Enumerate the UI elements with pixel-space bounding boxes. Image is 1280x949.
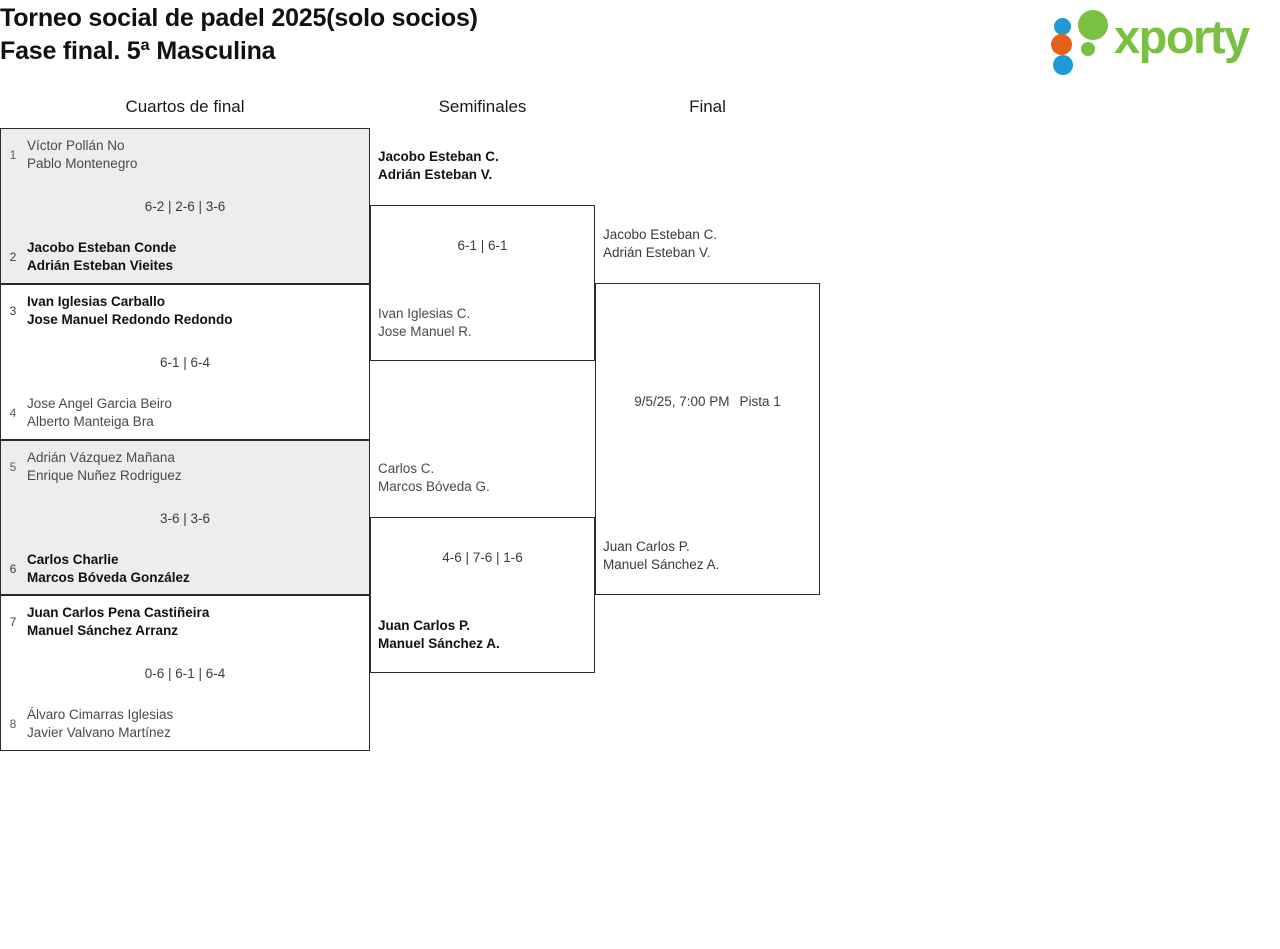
match-team-bottom[interactable]: 6 Carlos Charlie Marcos Bóveda González	[1, 551, 369, 587]
page-header: Torneo social de padel 2025(solo socios)…	[0, 0, 1280, 78]
logo-dots-icon	[1050, 10, 1116, 75]
xporty-logo[interactable]: xporty	[1050, 8, 1280, 75]
match-team-bottom[interactable]: 8 Álvaro Cimarras Iglesias Javier Valvan…	[1, 706, 369, 742]
match-team-top[interactable]: Jacobo Esteban C. Adrián Esteban V.	[371, 148, 594, 184]
team-seed: 8	[9, 717, 17, 731]
match-team-top[interactable]: 7 Juan Carlos Pena Castiñeira Manuel Sán…	[1, 604, 369, 640]
logo-dot-blue-top-icon	[1054, 18, 1071, 35]
team-players: Carlos C. Marcos Bóveda G.	[378, 461, 490, 494]
match-quarterfinal-3[interactable]: 5 Adrián Vázquez Mañana Enrique Nuñez Ro…	[0, 440, 370, 595]
match-team-bottom[interactable]: 2 Jacobo Esteban Conde Adrián Esteban Vi…	[1, 239, 369, 275]
match-team-bottom[interactable]: Juan Carlos P. Manuel Sánchez A.	[596, 538, 819, 574]
logo-dot-orange-icon	[1051, 34, 1072, 55]
match-team-bottom[interactable]: Ivan Iglesias C. Jose Manuel R.	[371, 305, 594, 341]
team-players: Juan Carlos P. Manuel Sánchez A.	[378, 618, 500, 651]
round-header-semifinals: Semifinales	[438, 97, 527, 116]
team-seed: 2	[9, 250, 17, 264]
match-score: 0-6 | 6-1 | 6-4	[144, 666, 226, 681]
match-team-bottom[interactable]: Juan Carlos P. Manuel Sánchez A.	[371, 617, 594, 653]
team-seed: 7	[9, 615, 17, 629]
match-team-top[interactable]: Carlos C. Marcos Bóveda G.	[371, 460, 594, 496]
match-final[interactable]: Jacobo Esteban C. Adrián Esteban V. 9/5/…	[595, 227, 820, 595]
page-title: Torneo social de padel 2025(solo socios)…	[0, 4, 478, 65]
team-players: Adrián Vázquez Mañana Enrique Nuñez Rodr…	[27, 450, 182, 483]
team-players: Jacobo Esteban C. Adrián Esteban V.	[378, 149, 499, 182]
team-players: Jacobo Esteban C. Adrián Esteban V.	[603, 227, 718, 260]
team-seed: 4	[9, 406, 17, 420]
team-players: Carlos Charlie Marcos Bóveda González	[27, 552, 190, 585]
match-score: 3-6 | 3-6	[159, 511, 211, 526]
logo-dot-blue-bottom-icon	[1053, 55, 1073, 75]
team-players: Álvaro Cimarras Iglesias Javier Valvano …	[27, 707, 174, 740]
match-schedule-datetime: 9/5/25, 7:00 PM	[634, 394, 730, 409]
team-seed: 5	[9, 460, 17, 474]
team-players: Ivan Iglesias C. Jose Manuel R.	[378, 306, 472, 339]
team-players: Juan Carlos Pena Castiñeira Manuel Sánch…	[27, 605, 210, 638]
match-team-bottom[interactable]: 4 Jose Angel Garcia Beiro Alberto Mantei…	[1, 395, 369, 431]
match-team-top[interactable]: Jacobo Esteban C. Adrián Esteban V.	[596, 226, 819, 262]
match-team-top[interactable]: 5 Adrián Vázquez Mañana Enrique Nuñez Ro…	[1, 449, 369, 485]
round-header-final: Final	[689, 97, 726, 116]
match-schedule-court: Pista 1	[739, 394, 781, 409]
match-score: 6-2 | 2-6 | 3-6	[144, 199, 226, 214]
team-seed: 3	[9, 304, 17, 318]
team-players: Jacobo Esteban Conde Adrián Esteban Viei…	[27, 240, 177, 273]
match-team-top[interactable]: 3 Ivan Iglesias Carballo Jose Manuel Red…	[1, 293, 369, 329]
logo-wordmark: xporty	[1114, 10, 1250, 63]
logo-dot-green-small-icon	[1081, 42, 1095, 56]
match-quarterfinal-1[interactable]: 1 Víctor Pollán No Pablo Montenegro 6-2 …	[0, 128, 370, 284]
match-quarterfinal-4[interactable]: 7 Juan Carlos Pena Castiñeira Manuel Sán…	[0, 595, 370, 751]
team-players: Juan Carlos P. Manuel Sánchez A.	[603, 539, 720, 572]
match-semifinal-1[interactable]: Jacobo Esteban C. Adrián Esteban V. 6-1 …	[370, 149, 595, 361]
team-players: Ivan Iglesias Carballo Jose Manuel Redon…	[27, 294, 233, 327]
logo-dot-green-large-icon	[1078, 10, 1108, 40]
match-semifinal-2[interactable]: Carlos C. Marcos Bóveda G. 4-6 | 7-6 | 1…	[370, 461, 595, 673]
match-score: 6-1 | 6-1	[457, 238, 508, 253]
team-seed: 6	[9, 562, 17, 576]
match-score: 6-1 | 6-4	[159, 355, 211, 370]
team-seed: 1	[9, 148, 17, 162]
team-players: Jose Angel Garcia Beiro Alberto Manteiga…	[27, 396, 172, 429]
match-quarterfinal-2[interactable]: 3 Ivan Iglesias Carballo Jose Manuel Red…	[0, 284, 370, 440]
match-schedule: 9/5/25, 7:00 PM Pista 1	[596, 393, 819, 411]
match-team-top[interactable]: 1 Víctor Pollán No Pablo Montenegro	[1, 137, 369, 173]
match-score: 4-6 | 7-6 | 1-6	[442, 550, 523, 565]
round-header-quarterfinals: Cuartos de final	[125, 97, 245, 116]
team-players: Víctor Pollán No Pablo Montenegro	[27, 138, 138, 171]
